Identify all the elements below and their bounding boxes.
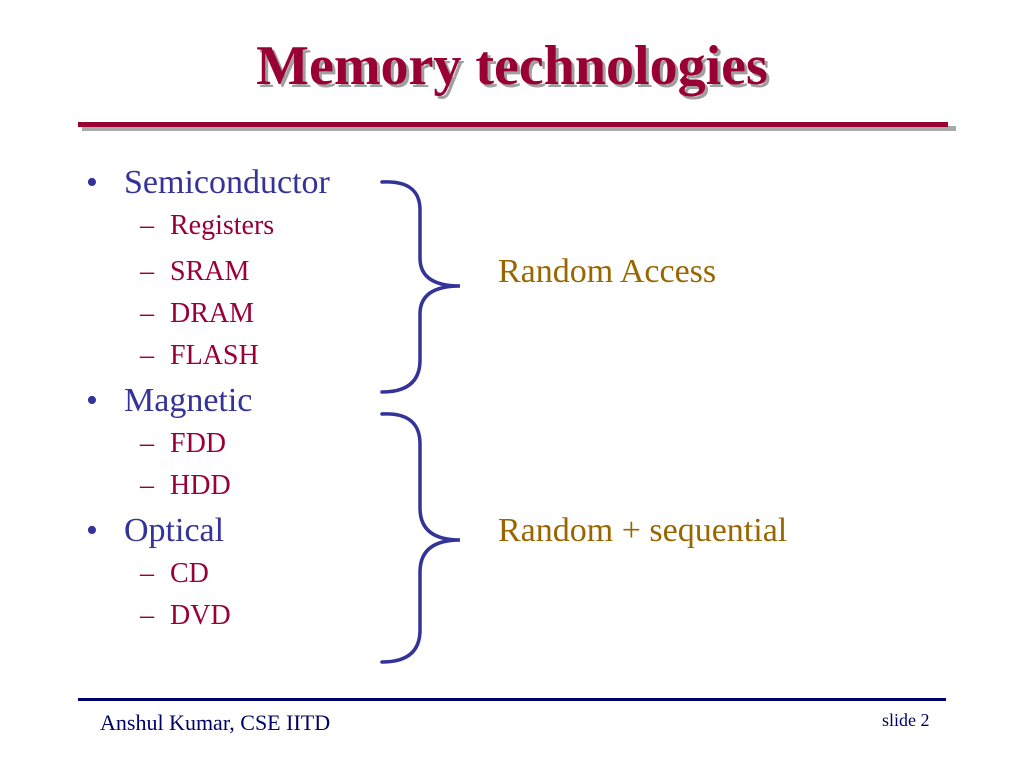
bullet-dot: • [86,164,98,201]
bullet-label: Optical [124,512,225,549]
sub-dash: – [140,210,154,241]
bullet-semiconductor: • Semiconductor [86,166,330,200]
sub-item-dram: –DRAM [140,300,254,328]
sub-item-dvd: –DVD [140,602,231,630]
sub-label: DVD [170,600,231,631]
sub-label: HDD [170,470,231,501]
sub-item-fdd: –FDD [140,430,226,458]
bullet-label: Magnetic [124,382,253,419]
slide-title: Memory technologies [256,35,768,97]
sub-dash: – [140,470,154,501]
sub-item-cd: –CD [140,560,209,588]
bullet-label: Semiconductor [124,164,330,201]
footer-rule [78,698,946,701]
sub-label: CD [170,558,209,589]
sub-dash: – [140,600,154,631]
title-rule-shadow [82,126,956,131]
sub-label: FDD [170,428,227,459]
sub-label: DRAM [170,298,255,329]
sub-item-sram: –SRAM [140,258,249,286]
sub-dash: – [140,256,154,287]
sub-label: FLASH [170,340,259,371]
bullet-dot: • [86,512,98,549]
bullet-magnetic: • Magnetic [86,384,252,418]
slide-number: slide 2 [882,710,930,730]
title-rule [78,122,948,127]
sub-dash: – [140,298,154,329]
sub-dash: – [140,340,154,371]
sub-item-flash: –FLASH [140,342,259,370]
annotation-random-access: Random Access [498,253,717,290]
sub-dash: – [140,428,154,459]
annotation-random-sequential: Random + sequential [498,512,788,549]
sub-label: Registers [170,210,275,241]
bullet-dot: • [86,382,98,419]
sub-item-hdd: –HDD [140,472,231,500]
bullet-optical: • Optical [86,514,224,548]
brace-random-sequential [380,412,461,664]
sub-dash: – [140,558,154,589]
sub-label: SRAM [170,256,250,287]
footer-author: Anshul Kumar, CSE IITD [100,710,331,735]
sub-item-registers: –Registers [140,212,274,240]
brace-random-access [380,180,461,394]
